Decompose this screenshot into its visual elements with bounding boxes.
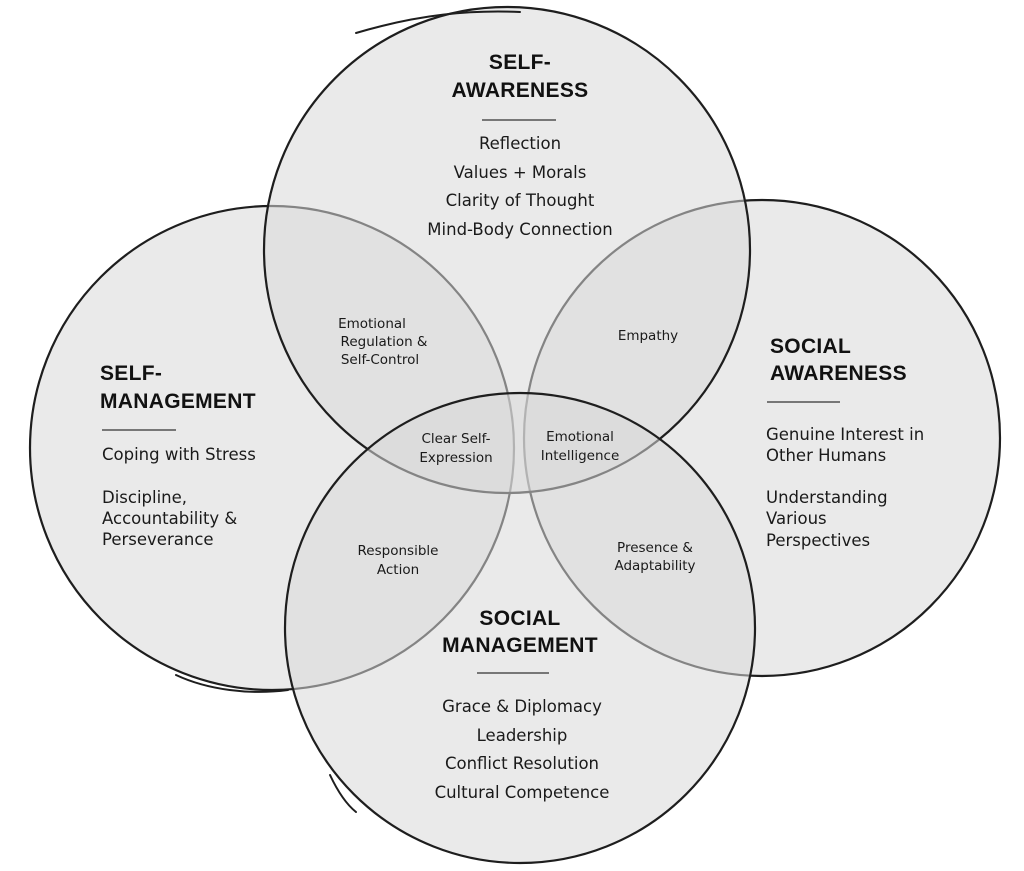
overlap-empathy: Empathy xyxy=(618,328,678,344)
social-management-title-line1: SOCIAL xyxy=(479,607,560,630)
self-awareness-item: Values + Morals xyxy=(454,163,587,182)
self-management-title-line2: MANAGEMENT xyxy=(100,390,256,413)
social-awareness-item: Other Humans xyxy=(766,446,886,465)
self-management-section: SELF- MANAGEMENT Coping with Stress Disc… xyxy=(100,362,256,549)
social-awareness-item: Various xyxy=(766,509,827,528)
sketch-stroke-left xyxy=(175,674,289,693)
overlap-label: Emotional xyxy=(546,429,614,445)
social-management-circle xyxy=(283,391,757,865)
self-awareness-item: Mind-Body Connection xyxy=(427,220,612,239)
social-awareness-item: Understanding xyxy=(766,488,888,507)
social-management-title-line2: MANAGEMENT xyxy=(442,634,598,657)
social-management-section: SOCIAL MANAGEMENT Grace & Diplomacy Lead… xyxy=(435,607,610,802)
self-management-item: Accountability & xyxy=(102,509,237,528)
overlap-clear-self-expression: Clear Self- Expression xyxy=(419,431,492,466)
overlap-label: Action xyxy=(377,562,419,578)
overlap-label: Presence & xyxy=(617,540,693,556)
social-awareness-section: SOCIAL AWARENESS Genuine Interest in Oth… xyxy=(766,335,924,550)
overlap-label: Clear Self- xyxy=(421,431,490,447)
self-awareness-item: Reflection xyxy=(479,134,561,153)
self-management-item: Discipline, xyxy=(102,488,187,507)
self-management-title-line1: SELF- xyxy=(100,362,162,385)
self-awareness-section: SELF- AWARENESS Reflection Values + Mora… xyxy=(427,51,612,239)
overlap-label: Responsible xyxy=(358,543,439,559)
social-management-item: Conflict Resolution xyxy=(445,754,599,773)
overlap-label: Intelligence xyxy=(541,448,620,464)
overlap-responsible-action: Responsible Action xyxy=(358,543,439,578)
social-awareness-title-line2: AWARENESS xyxy=(770,362,907,385)
overlap-label: Expression xyxy=(419,450,492,466)
overlap-label: Empathy xyxy=(618,328,678,344)
overlap-presence-adaptability: Presence & Adaptability xyxy=(614,540,695,574)
self-management-item: Perseverance xyxy=(102,530,214,549)
social-management-item: Cultural Competence xyxy=(435,783,610,802)
sketch-stroke-top xyxy=(355,10,521,34)
self-awareness-item: Clarity of Thought xyxy=(446,191,595,210)
overlap-emotional-intelligence: Emotional Intelligence xyxy=(541,429,620,464)
self-awareness-title-line1: SELF- xyxy=(489,51,551,74)
social-management-item: Leadership xyxy=(477,726,568,745)
social-awareness-item: Genuine Interest in xyxy=(766,425,924,444)
overlap-emotional-regulation: Emotional Regulation & Self-Control xyxy=(338,316,428,368)
overlap-label: Self-Control xyxy=(341,352,419,368)
overlap-label: Emotional xyxy=(338,316,406,332)
self-awareness-title-line2: AWARENESS xyxy=(452,79,589,102)
sketch-stroke-bottom xyxy=(329,774,357,813)
social-awareness-item: Perspectives xyxy=(766,531,870,550)
social-awareness-title-line1: SOCIAL xyxy=(770,335,851,358)
social-management-item: Grace & Diplomacy xyxy=(442,697,602,716)
overlap-label: Regulation & xyxy=(341,334,428,350)
self-management-item: Coping with Stress xyxy=(102,445,256,464)
overlap-label: Adaptability xyxy=(614,558,695,574)
